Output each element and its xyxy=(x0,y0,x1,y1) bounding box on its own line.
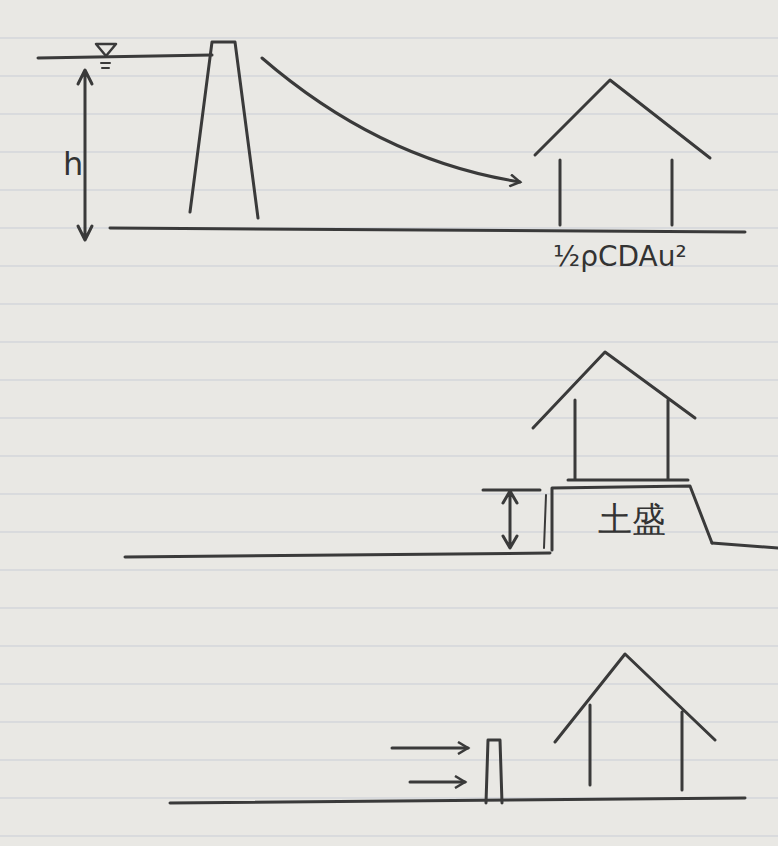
dimension-label: h xyxy=(63,148,83,180)
embankment-label: 土盛 xyxy=(552,502,712,536)
water-level-symbol xyxy=(96,44,116,56)
dam xyxy=(190,42,258,218)
house xyxy=(535,80,710,225)
ground-line xyxy=(170,798,745,803)
formula-label: ½ρCDAu² xyxy=(553,243,687,271)
ground-line xyxy=(125,553,550,557)
ground-line xyxy=(110,228,745,232)
paper-lines xyxy=(0,38,778,836)
flow-arrow xyxy=(392,747,468,750)
house xyxy=(555,654,715,790)
ground-line xyxy=(712,543,778,548)
water-surface xyxy=(38,55,212,58)
tick xyxy=(544,495,546,548)
embankment: 土盛 xyxy=(552,486,712,548)
height-arrow xyxy=(483,490,540,548)
house xyxy=(533,352,695,480)
water-level-symbol xyxy=(101,63,110,68)
flow-arrow xyxy=(410,781,465,784)
flow-arrow xyxy=(262,58,520,182)
wall xyxy=(486,740,502,803)
